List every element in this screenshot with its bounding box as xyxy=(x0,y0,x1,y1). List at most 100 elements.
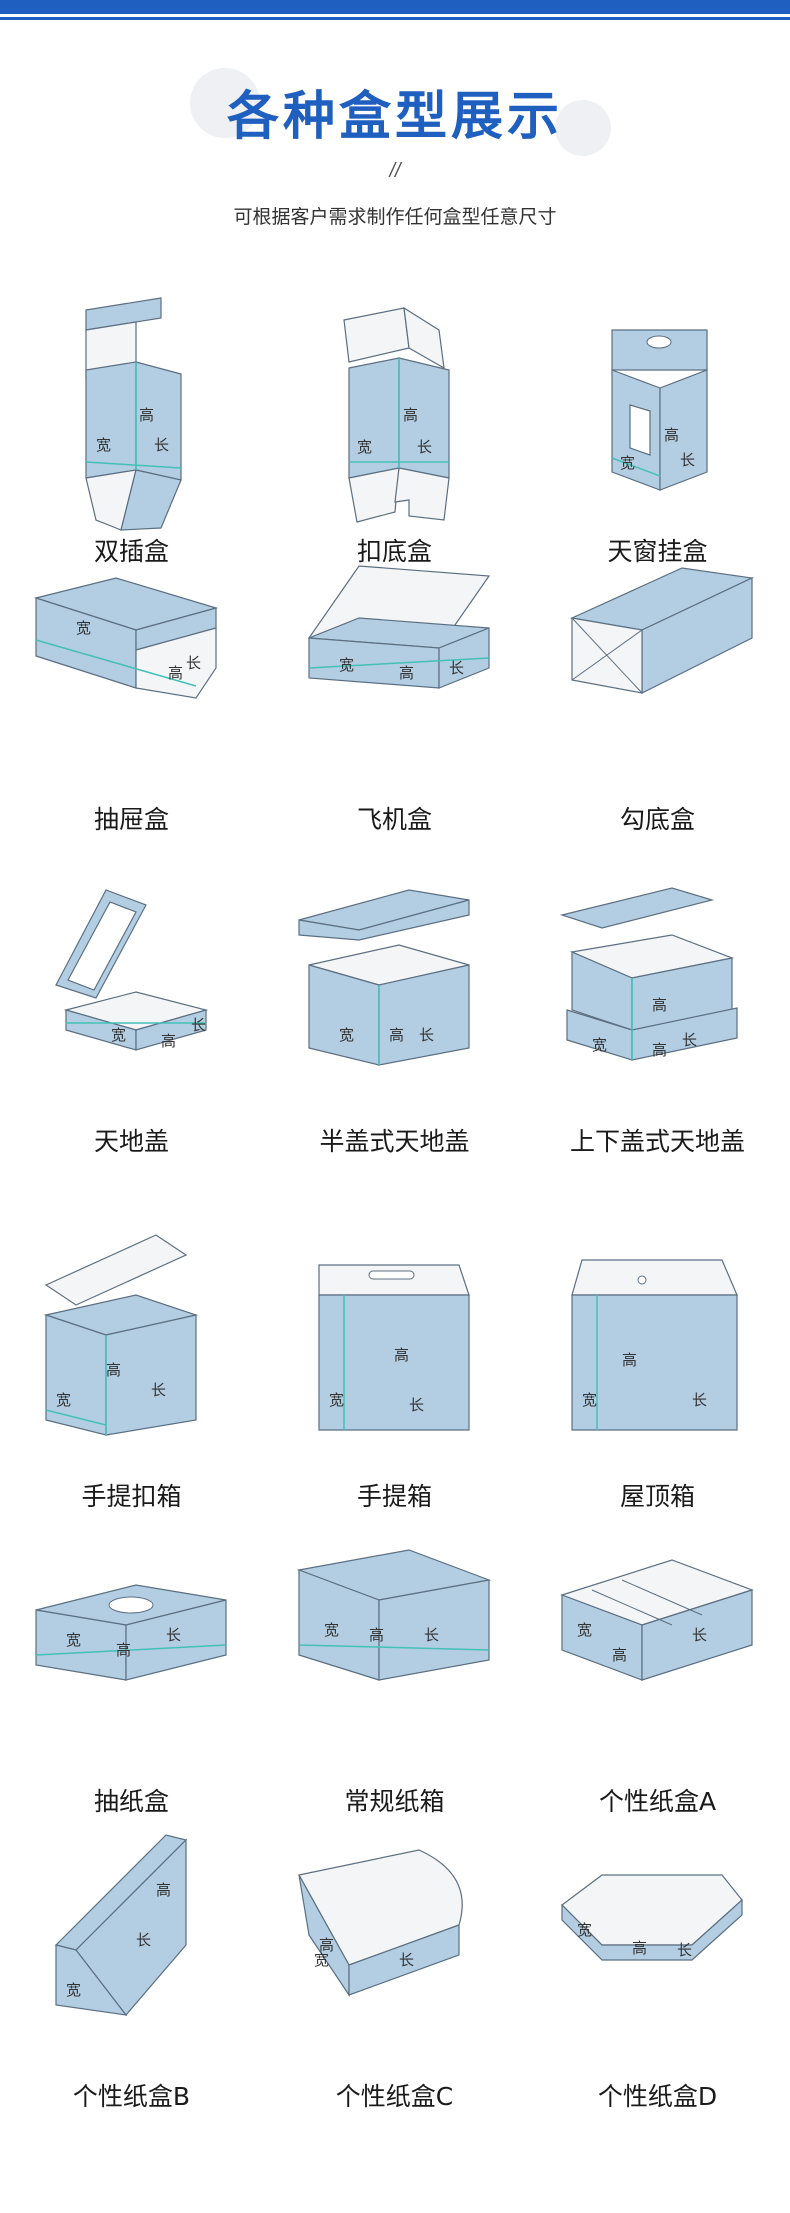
custom-box-d-icon: 宽 高 长 xyxy=(561,1874,743,1961)
svg-text:长: 长 xyxy=(692,1626,707,1644)
svg-text:长: 长 xyxy=(166,1626,181,1644)
box-item-top-bottom-lid: 宽 高 高 长 上下盖式天地盖 xyxy=(526,880,789,1170)
svg-text:高: 高 xyxy=(116,1641,131,1659)
top-accent-line xyxy=(0,17,790,20)
gable-roof-box-icon: 宽 高 长 xyxy=(571,1259,738,1431)
svg-text:宽: 宽 xyxy=(582,1391,597,1409)
svg-text:高: 高 xyxy=(664,426,679,444)
svg-text:长: 长 xyxy=(186,654,201,672)
box-item-custom-a: 宽 高 长 个性纸盒A xyxy=(526,1540,789,1830)
svg-text:宽: 宽 xyxy=(577,1621,592,1639)
regular-carton-icon: 宽 高 长 xyxy=(296,1549,492,1681)
svg-text:高: 高 xyxy=(632,1939,647,1957)
svg-text:长: 长 xyxy=(424,1626,439,1644)
svg-text:长: 长 xyxy=(692,1391,707,1409)
lock-bottom-box-icon: 宽 高 长 xyxy=(343,306,450,523)
box-item-handle-carton: 宽 高 长 手提箱 xyxy=(263,1235,526,1525)
svg-text:高: 高 xyxy=(161,1032,176,1050)
svg-text:长: 长 xyxy=(680,451,695,469)
handle-carton-icon: 宽 高 长 xyxy=(318,1264,470,1431)
svg-text:高: 高 xyxy=(369,1626,384,1644)
svg-text:高: 高 xyxy=(612,1646,627,1664)
custom-box-b-icon: 宽 高 长 xyxy=(54,1834,188,2016)
svg-text:长: 长 xyxy=(419,1026,434,1044)
svg-text:高: 高 xyxy=(168,664,183,682)
lid-base-box-icon: 宽 高 长 xyxy=(55,889,209,1051)
drawer-box-icon: 宽 高 长 xyxy=(33,577,219,699)
svg-text:长: 长 xyxy=(682,1031,697,1049)
svg-text:高: 高 xyxy=(622,1351,637,1369)
svg-text:宽: 宽 xyxy=(66,1981,81,1999)
svg-text:长: 长 xyxy=(417,438,432,456)
svg-text:宽: 宽 xyxy=(357,438,372,456)
box-label: 扣底盒 xyxy=(356,537,432,566)
box-item-regular-carton: 宽 高 长 常规纸箱 xyxy=(263,1540,526,1830)
custom-box-c-icon: 宽 高 长 xyxy=(298,1849,463,1997)
box-label: 手提箱 xyxy=(356,1482,432,1511)
svg-text:宽: 宽 xyxy=(592,1036,607,1054)
svg-text:宽: 宽 xyxy=(76,619,91,637)
box-item-hook-bottom: 勾底盒 xyxy=(526,558,789,848)
svg-text:宽: 宽 xyxy=(111,1026,126,1044)
svg-text:高: 高 xyxy=(156,1881,171,1899)
box-label: 手提扣箱 xyxy=(81,1482,182,1511)
svg-text:高: 高 xyxy=(394,1346,409,1364)
decorative-circle-right xyxy=(555,100,611,156)
svg-text:宽: 宽 xyxy=(339,1026,354,1044)
box-item-half-lid: 宽 高 长 半盖式天地盖 xyxy=(263,880,526,1170)
box-item-gable-roof: 宽 高 长 屋顶箱 xyxy=(526,1235,789,1525)
svg-text:长: 长 xyxy=(136,1931,151,1949)
hook-bottom-box-icon xyxy=(569,567,755,694)
page-header: 各种盒型展示 // 可根据客户需求制作任何盒型任意尺寸 xyxy=(0,60,790,250)
window-hanger-box-icon: 宽 高 长 xyxy=(611,329,708,491)
svg-text:长: 长 xyxy=(449,659,464,677)
box-label: 半盖式天地盖 xyxy=(319,1127,470,1156)
top-bottom-lid-box-icon: 宽 高 高 长 xyxy=(559,887,738,1061)
svg-text:宽: 宽 xyxy=(577,1921,592,1939)
svg-text:宽: 宽 xyxy=(620,454,635,472)
tuck-end-box-icon: 宽 高 长 xyxy=(85,297,182,531)
handle-lock-box-icon: 宽 高 长 xyxy=(43,1234,199,1436)
svg-text:高: 高 xyxy=(139,406,154,424)
box-label: 个性纸盒C xyxy=(335,2082,454,2111)
box-label: 个性纸盒D xyxy=(597,2082,718,2111)
box-label: 飞机盒 xyxy=(356,805,432,834)
title-divider: // xyxy=(389,160,401,182)
box-label: 屋顶箱 xyxy=(619,1482,695,1511)
svg-text:高: 高 xyxy=(319,1936,334,1954)
box-label: 抽屉盒 xyxy=(93,805,169,834)
svg-text:长: 长 xyxy=(154,436,169,454)
svg-text:高: 高 xyxy=(389,1026,404,1044)
svg-text:长: 长 xyxy=(191,1016,206,1034)
svg-text:高: 高 xyxy=(399,664,414,682)
page-title: 各种盒型展示 xyxy=(226,87,563,147)
box-item-handle-lock: 宽 高 长 手提扣箱 xyxy=(0,1234,263,1525)
svg-text:高: 高 xyxy=(652,996,667,1014)
box-item-mailer: 宽 高 长 飞机盒 xyxy=(263,558,526,848)
box-label: 勾底盒 xyxy=(619,805,695,834)
svg-text:高: 高 xyxy=(403,406,418,424)
box-item-tuck-end: 宽 高 长 双插盒 xyxy=(0,290,263,580)
mailer-box-icon: 宽 高 长 xyxy=(307,565,491,689)
svg-text:宽: 宽 xyxy=(329,1391,344,1409)
box-item-drawer: 宽 高 长 抽屉盒 xyxy=(0,558,263,848)
svg-text:长: 长 xyxy=(399,1951,414,1969)
svg-text:高: 高 xyxy=(652,1041,667,1059)
page-subtitle: 可根据客户需求制作任何盒型任意尺寸 xyxy=(233,206,557,228)
half-lid-box-icon: 宽 高 长 xyxy=(298,889,470,1066)
box-item-window-hanger: 宽 高 长 天窗挂盒 xyxy=(526,290,789,580)
svg-text:宽: 宽 xyxy=(324,1621,339,1639)
svg-text:长: 长 xyxy=(677,1941,692,1959)
box-item-lid-base: 宽 高 长 天地盖 xyxy=(0,880,263,1170)
box-label: 个性纸盒B xyxy=(72,2082,191,2111)
box-item-tissue: 宽 高 长 抽纸盒 xyxy=(0,1540,263,1830)
svg-text:长: 长 xyxy=(151,1381,166,1399)
box-item-custom-c: 宽 高 长 个性纸盒C xyxy=(263,1835,526,2125)
decorative-circle-left xyxy=(190,68,260,138)
custom-box-a-icon: 宽 高 长 xyxy=(560,1559,754,1681)
box-label: 上下盖式天地盖 xyxy=(569,1127,745,1156)
box-item-custom-d: 宽 高 长 个性纸盒D xyxy=(526,1835,789,2125)
box-label: 常规纸箱 xyxy=(344,1787,445,1816)
box-item-lock-bottom: 宽 高 长 扣底盒 xyxy=(263,290,526,580)
box-label: 抽纸盒 xyxy=(93,1787,169,1816)
